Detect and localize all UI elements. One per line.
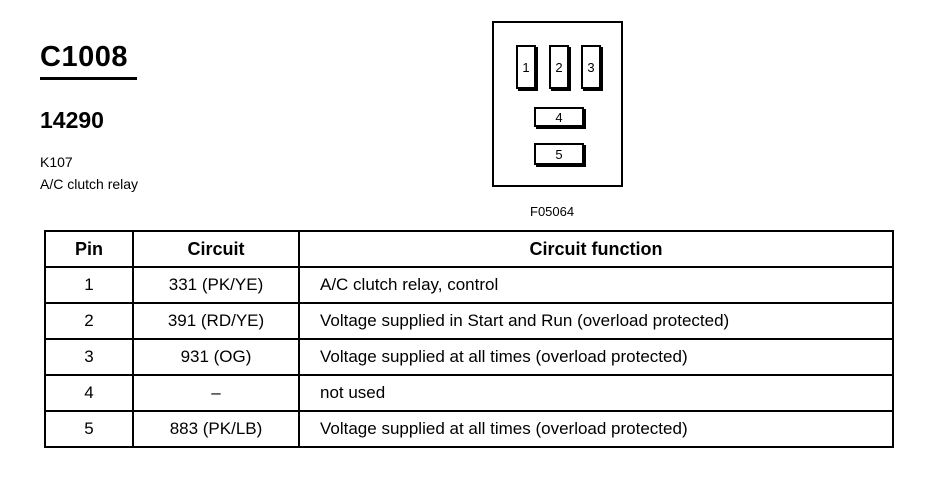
circuit-cell: 391 (RD/YE) <box>132 302 300 340</box>
circuit-cell: 883 (PK/LB) <box>132 410 300 448</box>
cavity-2: 2 <box>549 45 569 89</box>
function-cell: not used <box>298 374 894 412</box>
connector-face-diagram: 1 2 3 4 5 <box>492 21 623 187</box>
table-row: 3 931 (OG) Voltage supplied at all times… <box>44 338 894 376</box>
component-name: A/C clutch relay <box>40 176 139 192</box>
table-header-row: Pin Circuit Circuit function <box>44 230 894 268</box>
connector-id: C1008 <box>40 41 128 73</box>
table-row: 5 883 (PK/LB) Voltage supplied at all ti… <box>44 410 894 448</box>
cavity-1: 1 <box>516 45 536 89</box>
function-cell: Voltage supplied at all times (overload … <box>298 410 894 448</box>
connector-id-underline <box>40 77 137 80</box>
function-cell: A/C clutch relay, control <box>298 266 894 304</box>
pin-cell: 3 <box>44 338 134 376</box>
cavity-3: 3 <box>581 45 601 89</box>
pin-cell: 4 <box>44 374 134 412</box>
circuit-cell: 331 (PK/YE) <box>132 266 300 304</box>
header-circuit: Circuit <box>132 230 300 268</box>
figure-id: F05064 <box>530 204 575 219</box>
cavity-4: 4 <box>534 107 584 127</box>
table-row: 4 – not used <box>44 374 894 412</box>
pinout-table: Pin Circuit Circuit function 1 331 (PK/Y… <box>44 230 894 448</box>
table-row: 2 391 (RD/YE) Voltage supplied in Start … <box>44 302 894 340</box>
table-row: 1 331 (PK/YE) A/C clutch relay, control <box>44 266 894 304</box>
function-cell: Voltage supplied in Start and Run (overl… <box>298 302 894 340</box>
pin-cell: 5 <box>44 410 134 448</box>
circuit-cell: – <box>132 374 300 412</box>
part-number: 14290 <box>40 107 104 133</box>
pin-cell: 1 <box>44 266 134 304</box>
header-circuit-function: Circuit function <box>298 230 894 268</box>
pin-cell: 2 <box>44 302 134 340</box>
component-code: K107 <box>40 154 73 170</box>
circuit-cell: 931 (OG) <box>132 338 300 376</box>
function-cell: Voltage supplied at all times (overload … <box>298 338 894 376</box>
cavity-5: 5 <box>534 143 584 165</box>
header-pin: Pin <box>44 230 134 268</box>
